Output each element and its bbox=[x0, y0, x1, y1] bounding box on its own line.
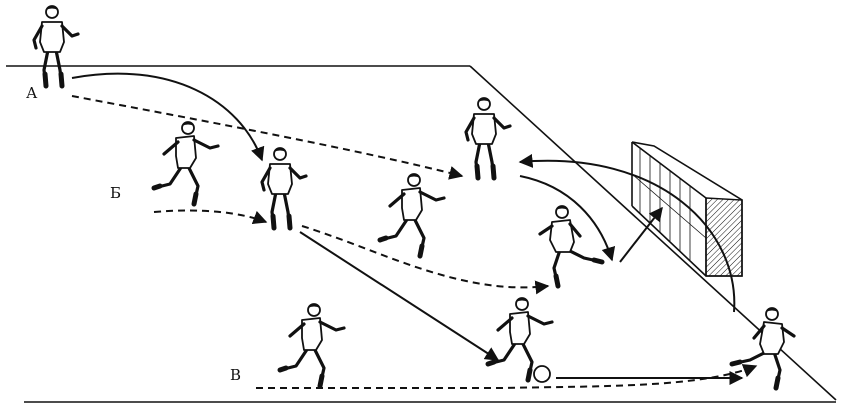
run-arrows bbox=[72, 96, 756, 388]
player-b-run bbox=[154, 122, 218, 204]
player-a-start bbox=[34, 6, 78, 86]
player-v-run bbox=[280, 304, 344, 386]
pass-arrows bbox=[72, 74, 742, 378]
player-b-running bbox=[380, 174, 444, 256]
player-a-receiving bbox=[262, 148, 306, 228]
player-b-shooting bbox=[540, 206, 602, 286]
label-player-b: Б bbox=[110, 184, 121, 202]
soccer-ball-icon bbox=[534, 366, 550, 382]
label-player-a: А bbox=[26, 84, 38, 102]
label-player-v: В bbox=[230, 366, 241, 384]
player-v-volley bbox=[732, 308, 794, 388]
player-center-standing bbox=[466, 98, 510, 178]
